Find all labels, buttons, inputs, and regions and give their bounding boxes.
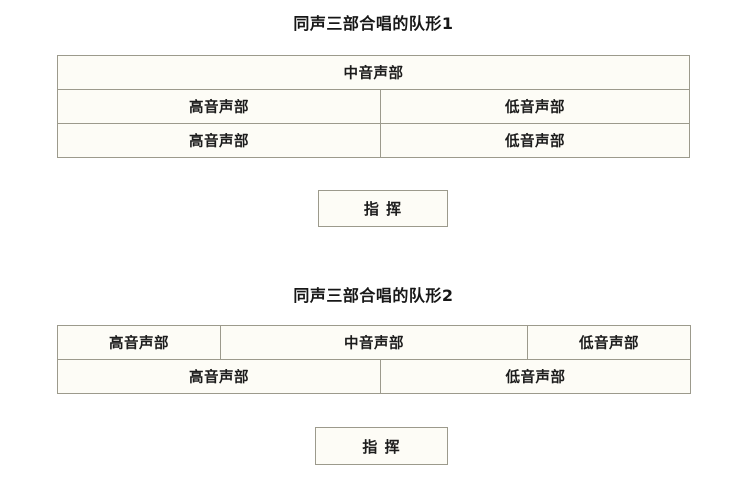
- table1-cell-soprano-row3: 高音声部: [57, 123, 381, 158]
- table-row: 高音声部 低音声部: [57, 359, 691, 394]
- table2-cell-soprano-row2: 高音声部: [57, 359, 381, 394]
- table1-cell-soprano-row2: 高音声部: [57, 89, 381, 124]
- table1-cell-bass-row2: 低音声部: [380, 89, 690, 124]
- table1-cell-bass-row3: 低音声部: [380, 123, 690, 158]
- table-row: 高音声部 低音声部: [57, 89, 690, 124]
- table2-cell-alto-row1: 中音声部: [220, 325, 528, 360]
- conductor-box-1: 指 挥: [318, 190, 448, 227]
- table2-cell-bass-row2: 低音声部: [380, 359, 691, 394]
- table2-cell-soprano-row1: 高音声部: [57, 325, 221, 360]
- conductor-label-2: 指 挥: [362, 437, 401, 456]
- formation-1-table: 中音声部 高音声部 低音声部 高音声部 低音声部: [57, 55, 690, 158]
- conductor-box-2: 指 挥: [315, 427, 448, 465]
- table-row: 高音声部 中音声部 低音声部: [57, 325, 691, 360]
- table2-cell-bass-row1: 低音声部: [527, 325, 691, 360]
- conductor-label-1: 指 挥: [363, 200, 403, 218]
- formation-2-table: 高音声部 中音声部 低音声部 高音声部 低音声部: [57, 325, 691, 394]
- table-row: 中音声部: [57, 55, 690, 90]
- formation-1-title: 同声三部合唱的队形1: [293, 14, 454, 33]
- table-row: 高音声部 低音声部: [57, 123, 690, 158]
- table1-cell-alto-full: 中音声部: [57, 55, 690, 90]
- formation-2-title: 同声三部合唱的队形2: [293, 286, 454, 305]
